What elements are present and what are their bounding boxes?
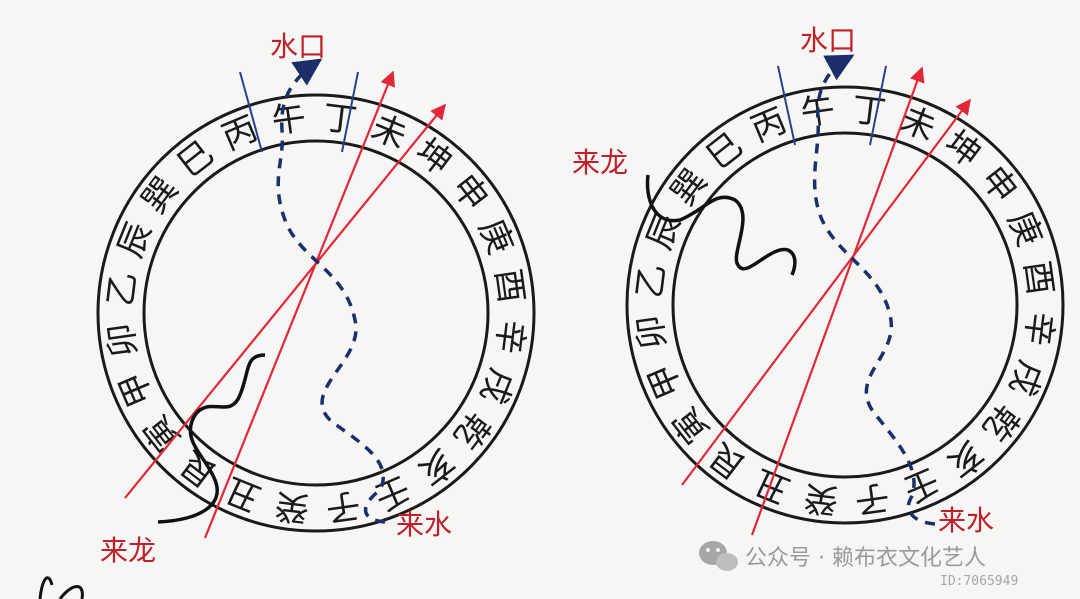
watermark-channel: 公众号 · 赖布衣文化艺人 <box>745 546 986 571</box>
ring-direction-char: 酉 <box>487 266 531 305</box>
ring-direction-char: 乙 <box>630 262 674 301</box>
compass-inner-ring <box>142 139 490 487</box>
compass-diagram-right: 巳丙午丁未坤申庚酉辛戌乾亥壬子癸丑艮寅甲卯乙辰巽 水口 来水 来龙 <box>572 24 1065 537</box>
watermark: 公众号 · 赖布衣文化艺人 ID:7065949 <box>699 541 1018 589</box>
wechat-icon <box>699 541 738 571</box>
ring-direction-char: 坤 <box>408 131 459 183</box>
direction-line <box>750 66 925 536</box>
ring-direction-char: 辛 <box>1017 309 1061 348</box>
water-outlet-label: 水口 <box>800 24 856 57</box>
ring-direction-char: 子 <box>323 484 362 528</box>
ring-direction-char: 卯 <box>630 312 674 351</box>
watermark-id: ID:7065949 <box>940 574 1018 589</box>
incoming-dragon-path <box>157 353 266 524</box>
incoming-dragon-label: 来龙 <box>572 146 628 179</box>
ring-direction-char: 申 <box>972 159 1024 210</box>
compass-inner-ring <box>671 131 1019 479</box>
ring-direction-char: 子 <box>852 476 891 520</box>
compass-diagram-left: 巳丙午丁未坤申庚酉辛戌乾亥壬子癸丑艮寅甲卯乙辰巽 水口 来水 来龙 <box>96 30 536 567</box>
direction-line <box>203 70 395 539</box>
incoming-dragon-path <box>645 174 797 276</box>
direction-ring-labels: 巳丙午丁未坤申庚酉辛戌乾亥壬子癸丑艮寅甲卯乙辰巽 <box>101 98 532 529</box>
ring-direction-char: 坤 <box>937 123 988 175</box>
ring-direction-char: 辛 <box>488 317 532 356</box>
ring-direction-char: 巽 <box>134 170 186 221</box>
incoming-dragon-label: 来龙 <box>100 534 156 567</box>
ring-direction-char: 亥 <box>410 440 461 492</box>
ring-direction-char: 乾 <box>445 405 497 456</box>
incoming-water-path <box>812 54 936 526</box>
sector-boundary-line <box>777 65 796 146</box>
sector-boundary-line <box>239 71 263 153</box>
ring-direction-char: 癸 <box>273 485 312 529</box>
sector-boundary-line <box>341 71 359 153</box>
water-outlet-label: 水口 <box>270 30 326 63</box>
ring-direction-char: 卯 <box>101 320 145 359</box>
incoming-water-label: 来水 <box>396 508 452 541</box>
direction-line <box>681 98 971 486</box>
ring-direction-char: 癸 <box>802 477 841 521</box>
incoming-water-path <box>276 58 386 524</box>
ring-direction-char: 午 <box>269 98 308 142</box>
ring-direction-char: 丁 <box>320 98 359 142</box>
compass-outer-ring <box>96 93 536 533</box>
compass-outer-ring <box>625 85 1065 525</box>
ring-direction-char: 艮 <box>702 434 753 486</box>
ring-direction-char: 巳 <box>170 133 221 185</box>
ring-direction-char: 申 <box>443 167 495 218</box>
sector-boundary-line <box>869 65 887 146</box>
direction-line <box>124 103 446 499</box>
ring-direction-char: 巳 <box>699 125 750 177</box>
ring-direction-char: 酉 <box>1016 258 1060 297</box>
ring-direction-char: 寅 <box>665 399 717 450</box>
ring-direction-char: 丁 <box>849 90 888 134</box>
ring-direction-char: 乙 <box>101 270 145 309</box>
ring-direction-char: 亥 <box>939 432 990 484</box>
incoming-water-label: 来水 <box>938 504 994 537</box>
ring-direction-char: 乾 <box>974 397 1026 448</box>
scribble-mark <box>38 576 84 599</box>
direction-ring-labels: 巳丙午丁未坤申庚酉辛戌乾亥壬子癸丑艮寅甲卯乙辰巽 <box>630 90 1061 521</box>
